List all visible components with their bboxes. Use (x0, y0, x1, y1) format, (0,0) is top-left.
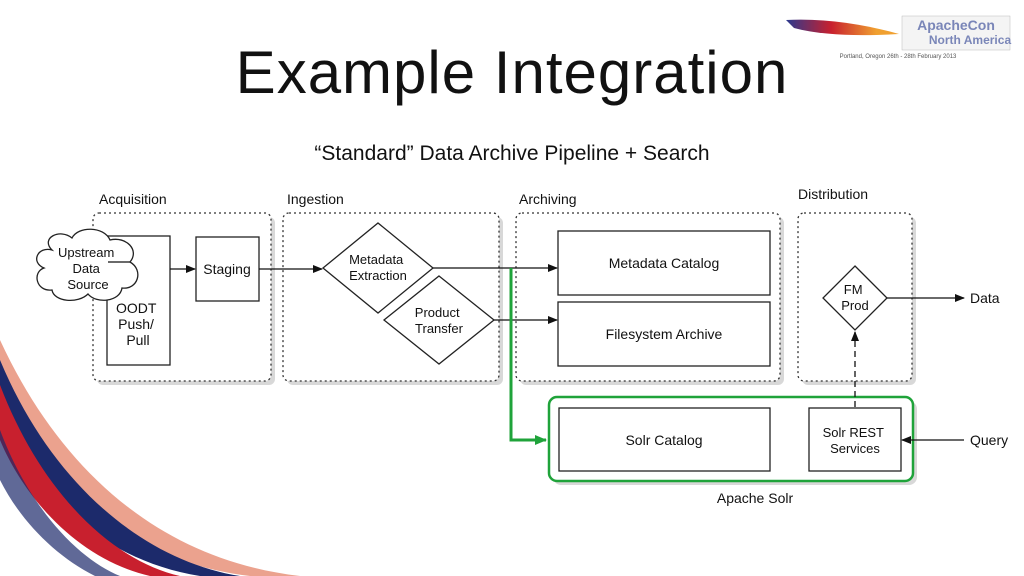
metadata-extraction-label: Metadata Extraction (349, 252, 407, 283)
metadata-extraction-diamond (321, 222, 435, 314)
slide-subtitle: “Standard” Data Archive Pipeline + Searc… (314, 142, 710, 165)
solr-catalog-box (558, 407, 771, 472)
oodt-label: OODT Push/ Pull (116, 300, 160, 348)
fm-prod-label: FM Prod (841, 282, 868, 313)
stage-label-archiving: Archiving (519, 191, 577, 207)
metadata-catalog-box (557, 230, 771, 296)
filesystem-archive-label: Filesystem Archive (606, 326, 723, 342)
solr-catalog-label: Solr Catalog (625, 432, 702, 448)
apachecon-logo: ApacheCon North America Portland, Oregon… (786, 15, 1012, 60)
metadata-catalog-label: Metadata Catalog (609, 255, 720, 271)
product-transfer-diamond (382, 275, 496, 365)
svg-text:ApacheCon: ApacheCon (917, 17, 995, 33)
slide-title: Example Integration (235, 39, 789, 106)
stage-label-acquisition: Acquisition (99, 191, 167, 207)
svg-text:Portland, Oregon 26th - 28th F: Portland, Oregon 26th - 28th February 20… (840, 54, 957, 60)
filesystem-archive-box (557, 301, 771, 367)
svg-text:North America: North America (929, 33, 1012, 47)
upstream-label: Upstream Data Source (58, 245, 118, 292)
data-output-label: Data (970, 290, 1000, 306)
apache-solr-label: Apache Solr (717, 490, 794, 506)
solr-rest-label: Solr REST Services (823, 425, 888, 456)
query-input-label: Query (970, 432, 1008, 448)
upstream-data-source-cloud (36, 228, 139, 301)
staging-label: Staging (203, 261, 250, 277)
edge-extraction-to-solr-catalog (509, 268, 547, 445)
product-transfer-label: Product Transfer (415, 305, 464, 336)
solr-rest-services-box (808, 407, 902, 472)
fm-prod-diamond (822, 265, 888, 331)
stage-label-distribution: Distribution (798, 186, 868, 202)
stage-label-ingestion: Ingestion (287, 191, 344, 207)
